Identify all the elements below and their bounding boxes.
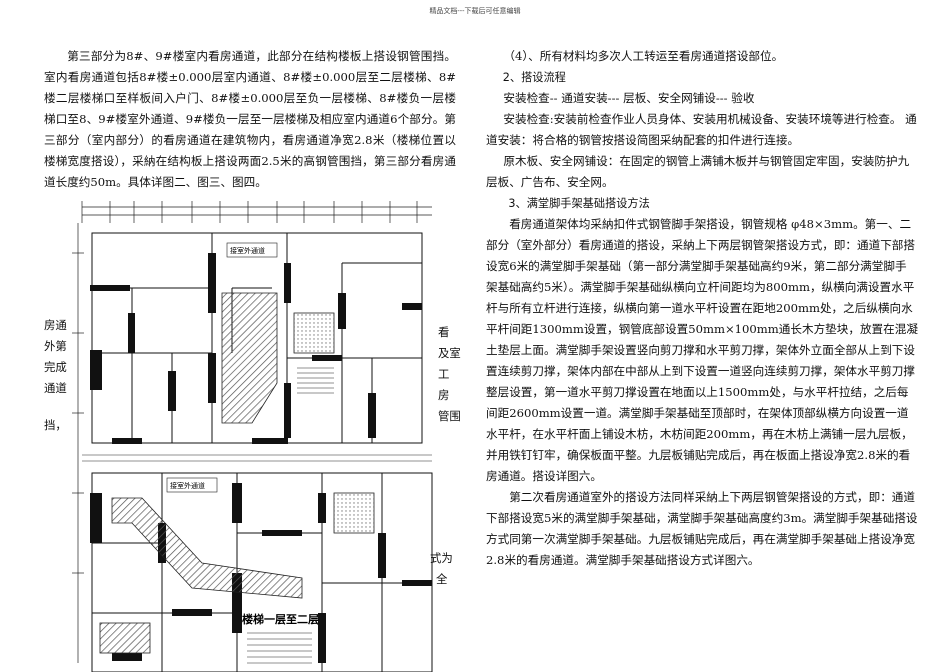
note-box-lower bbox=[166, 477, 218, 493]
right-fragment: 及室 bbox=[438, 346, 461, 360]
note-label-upper: 接室外通道 bbox=[230, 246, 265, 255]
corridor-hatch-upper bbox=[221, 292, 278, 424]
left-paragraph: 第三部分为8#、9#楼室内看房通道，此部分在结构楼板上搭设钢管围挡。室内看房通道… bbox=[44, 49, 456, 189]
method-paragraph-1: 看房通道架体均采納扣件式钢管脚手架搭设，钢管规格 φ48×3mm。第一、二部分（… bbox=[486, 217, 918, 483]
right-fragment: 房 bbox=[438, 388, 450, 402]
heading-2: 2、搭设流程 bbox=[502, 71, 566, 84]
left-fragment: 外第 bbox=[44, 339, 67, 353]
left-fragments: 房通 外第 完成 通道 挡， bbox=[44, 315, 67, 436]
header-note: 精品文档---下载后可任意编辑 bbox=[429, 7, 521, 15]
stair-area-lower bbox=[333, 492, 375, 534]
method-paragraph-2: 第二次看房通道室外的搭设方法同样采納上下两层钢管架搭设的方式，即：通道下部搭设宽… bbox=[486, 490, 918, 567]
left-fragment: 挡， bbox=[44, 418, 67, 432]
board-paragraph: 原木板、安全网铺设：在固定的钢管上满铺木板并与钢管固定牢固，安装防护九层板、广告… bbox=[486, 154, 910, 189]
note-label-lower: 接室外通道 bbox=[170, 481, 205, 490]
check-paragraph: 安装检查:安装前检查作业人员身体、安装用机械设备、安装环境等进行检查。 通道安装… bbox=[486, 112, 917, 147]
right-column: （4）、所有材料均多次人工转运至看房通道搭设部位。 2、搭设流程 安装检查-- … bbox=[486, 46, 918, 571]
left-fragment: 房通 bbox=[44, 318, 67, 332]
left-fragment: 完成 bbox=[44, 360, 67, 374]
stair-title-label: 楼梯一层至二层 bbox=[242, 612, 319, 626]
right-fragment: 式为 bbox=[430, 551, 453, 565]
right-fragment: 管围 bbox=[438, 409, 461, 423]
separator-band bbox=[82, 454, 432, 462]
heading-3: 3、满堂脚手架基础搭设方法 bbox=[508, 197, 650, 210]
stair-lines-lower bbox=[247, 632, 312, 664]
dimension-lines bbox=[72, 201, 432, 663]
corridor-hatch-lower bbox=[111, 497, 303, 599]
right-fragment: 工 bbox=[438, 367, 450, 381]
right-fragments: 看 及室 工 房 管围 bbox=[438, 322, 461, 427]
right-fragment: 全 bbox=[436, 572, 448, 586]
note-box-upper bbox=[226, 242, 278, 258]
item-4: （4）、所有材料均多次人工转运至看房通道搭设部位。 bbox=[503, 49, 784, 63]
left-column: 第三部分为8#、9#楼室内看房通道，此部分在结构楼板上搭设钢管围挡。室内看房通道… bbox=[44, 46, 456, 193]
right-fragment: 看 bbox=[438, 325, 450, 339]
floor-plan-drawing: 接室外通道 接室外通道 楼梯一层至二层 bbox=[72, 201, 433, 672]
corridor-hatch-lower-2 bbox=[99, 622, 151, 654]
stair-lines-upper bbox=[297, 367, 334, 394]
flow-line: 安装检查-- 通道安装--- 层板、安全网铺设--- 验收 bbox=[503, 91, 755, 105]
columns-upper bbox=[90, 253, 422, 444]
right-bottom-fragments: 式为 全 bbox=[430, 548, 453, 590]
stair-area-upper bbox=[293, 312, 335, 354]
left-fragment: 通道 bbox=[44, 381, 67, 395]
